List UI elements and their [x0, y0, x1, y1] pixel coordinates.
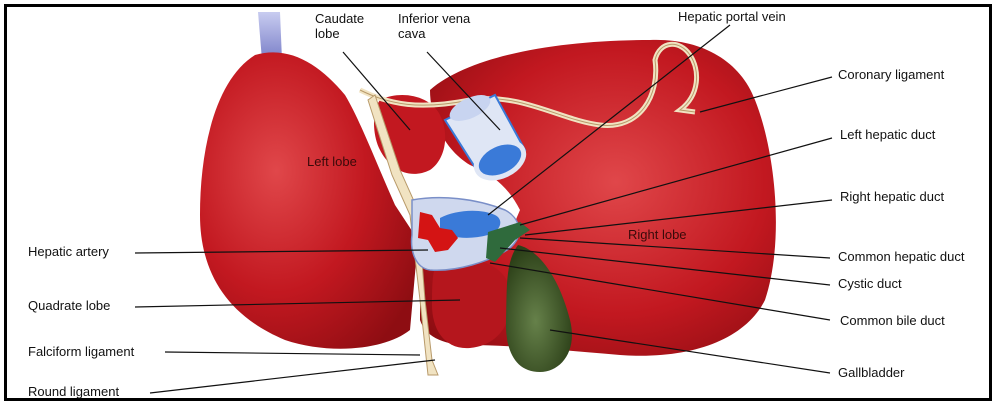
label-common-hepatic-duct: Common hepatic duct: [838, 250, 964, 265]
left-lobe-shape: [200, 52, 418, 348]
label-right-hepatic-duct: Right hepatic duct: [840, 190, 944, 205]
label-hepatic-portal-vein: Hepatic portal vein: [678, 10, 786, 25]
label-inferior-vena-cava: Inferior vena cava: [398, 12, 473, 42]
label-right-lobe: Right lobe: [628, 228, 687, 243]
label-falciform-ligament: Falciform ligament: [28, 345, 134, 360]
label-left-lobe: Left lobe: [307, 155, 357, 170]
label-gallbladder: Gallbladder: [838, 366, 905, 381]
label-coronary-ligament: Coronary ligament: [838, 68, 944, 83]
label-quadrate-lobe: Quadrate lobe: [28, 299, 110, 314]
label-caudate-lobe: Caudate lobe: [315, 12, 375, 42]
label-round-ligament: Round ligament: [28, 385, 119, 400]
label-hepatic-artery: Hepatic artery: [28, 245, 109, 260]
label-common-bile-duct: Common bile duct: [840, 314, 945, 329]
label-left-hepatic-duct: Left hepatic duct: [840, 128, 935, 143]
label-cystic-duct: Cystic duct: [838, 277, 902, 292]
